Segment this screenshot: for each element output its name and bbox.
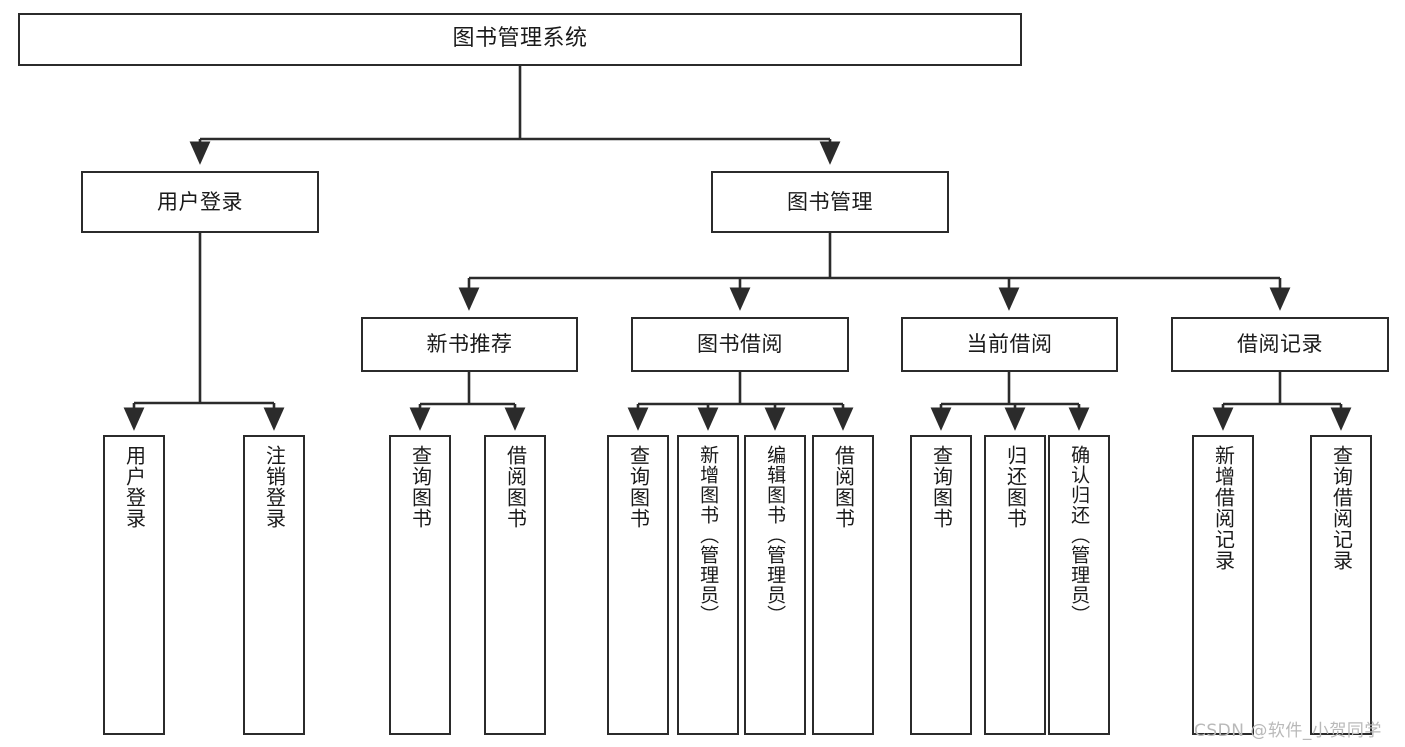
node-borrow-record[interactable]: 借阅记录 (1171, 317, 1389, 372)
node-leaf-current-query-book-label: 查询图书 (929, 445, 954, 529)
node-borrow-record-label: 借阅记录 (1237, 332, 1323, 357)
node-book-manage-label: 图书管理 (787, 189, 873, 214)
node-current-borrow-label: 当前借阅 (966, 332, 1053, 357)
node-leaf-add-borrow-record-label: 新增借阅记录 (1211, 445, 1236, 571)
node-new-book-recommend[interactable]: 新书推荐 (361, 317, 578, 372)
node-leaf-edit-book-admin[interactable]: 编辑图书（管理员） (744, 435, 806, 735)
node-leaf-recommend-query-book-label: 查询图书 (408, 445, 433, 529)
node-user-login-label: 用户登录 (157, 189, 243, 214)
node-leaf-add-book-admin-label: 新增图书（管理员） (697, 445, 720, 625)
node-user-login[interactable]: 用户登录 (81, 171, 319, 233)
node-current-borrow[interactable]: 当前借阅 (901, 317, 1118, 372)
node-root-system[interactable]: 图书管理系统 (18, 13, 1022, 66)
node-leaf-add-book-admin[interactable]: 新增图书（管理员） (677, 435, 739, 735)
node-leaf-borrow-lend-book-label: 借阅图书 (831, 445, 856, 529)
node-new-book-recommend-label: 新书推荐 (426, 332, 513, 357)
node-leaf-edit-book-admin-label: 编辑图书（管理员） (764, 445, 787, 625)
node-book-borrow-label: 图书借阅 (697, 332, 783, 357)
node-leaf-confirm-return-admin-label: 确认归还（管理员） (1068, 445, 1091, 625)
node-leaf-recommend-borrow-book-label: 借阅图书 (503, 445, 528, 529)
node-leaf-borrow-lend-book[interactable]: 借阅图书 (812, 435, 874, 735)
node-leaf-borrow-query-book[interactable]: 查询图书 (607, 435, 669, 735)
node-leaf-user-logout[interactable]: 注销登录 (243, 435, 305, 735)
node-leaf-current-query-book[interactable]: 查询图书 (910, 435, 972, 735)
node-leaf-borrow-query-book-label: 查询图书 (626, 445, 651, 529)
watermark-text: CSDN @软件_小贺同学 (1194, 721, 1382, 741)
node-book-borrow[interactable]: 图书借阅 (631, 317, 849, 372)
node-leaf-add-borrow-record[interactable]: 新增借阅记录 (1192, 435, 1254, 735)
node-leaf-confirm-return-admin[interactable]: 确认归还（管理员） (1048, 435, 1110, 735)
node-root-label: 图书管理系统 (452, 26, 588, 52)
node-leaf-query-borrow-record[interactable]: 查询借阅记录 (1310, 435, 1372, 735)
node-book-manage[interactable]: 图书管理 (711, 171, 949, 233)
node-leaf-user-login-label: 用户登录 (122, 445, 147, 529)
node-leaf-recommend-borrow-book[interactable]: 借阅图书 (484, 435, 546, 735)
node-leaf-query-borrow-record-label: 查询借阅记录 (1329, 445, 1354, 571)
node-leaf-user-logout-label: 注销登录 (262, 445, 287, 529)
node-leaf-return-book[interactable]: 归还图书 (984, 435, 1046, 735)
node-leaf-user-login[interactable]: 用户登录 (103, 435, 165, 735)
node-leaf-return-book-label: 归还图书 (1003, 445, 1028, 529)
node-leaf-recommend-query-book[interactable]: 查询图书 (389, 435, 451, 735)
